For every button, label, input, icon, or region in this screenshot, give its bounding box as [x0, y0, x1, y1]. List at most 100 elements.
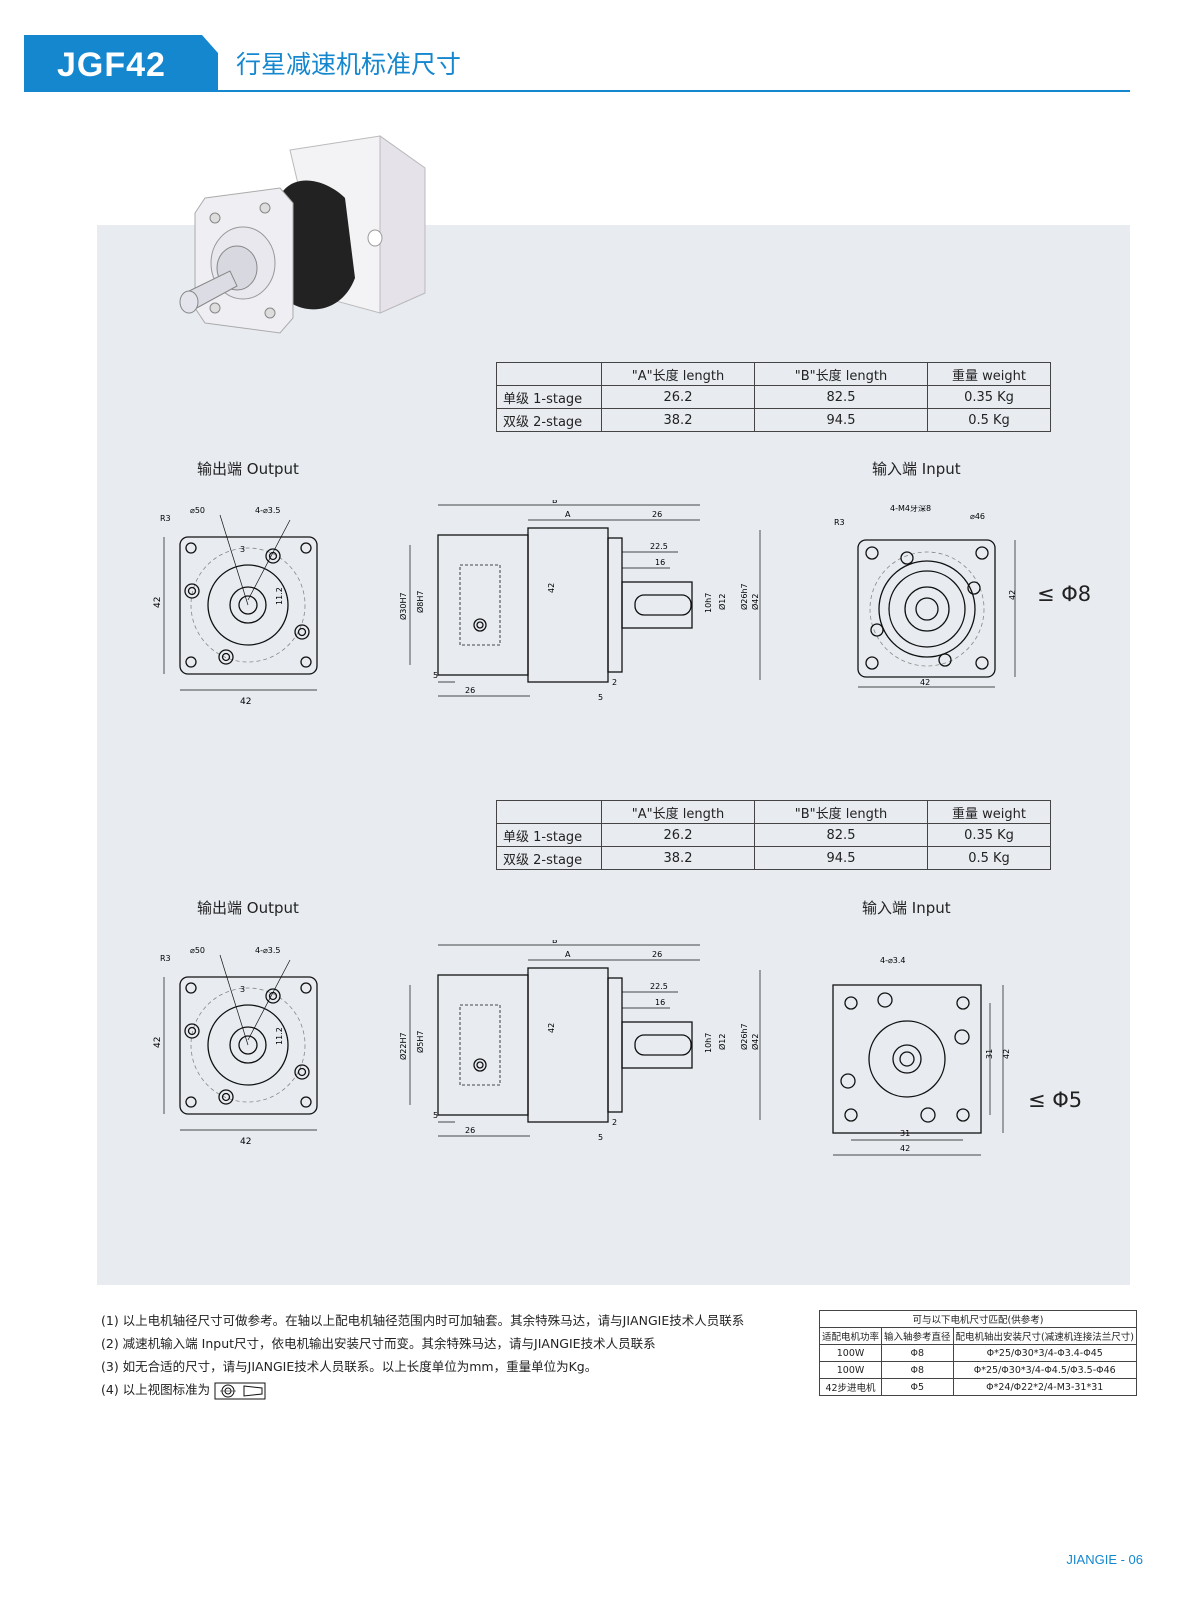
input-view-2: 42 31 42 31 4-⌀3.4 [832, 956, 1011, 1156]
model-title: JGF42 [57, 46, 166, 84]
dim2-26-top: 26 [652, 950, 662, 959]
dim-10h7: 10h7 [704, 593, 713, 613]
input-label-1: 输入端 Input [872, 460, 961, 478]
spec2-head-a: "A"长度 length [601, 800, 755, 824]
motor-row3-diameter: Φ5 [881, 1378, 954, 1396]
dim-26-top: 26 [652, 510, 662, 519]
dim-8h7: Ø8H7 [415, 591, 425, 614]
dim-d50: ⌀50 [190, 506, 205, 515]
output-view-1: 42 42 ⌀50 4-⌀3.5 R3 3 11.2 [153, 506, 318, 707]
motor-row3-mount: Φ*24/Φ22*2/4-M3-31*31 [952, 1378, 1137, 1396]
dim2-r3: R3 [160, 954, 171, 963]
dim2-26h7: Ø26h7 [739, 1023, 749, 1050]
spec1-row1-a: 26.2 [601, 385, 755, 409]
dim-22: 22.5 [650, 542, 668, 551]
spec2-row1-a: 26.2 [601, 823, 755, 847]
spec1-head-0 [496, 362, 602, 386]
dim-42-in-w: 42 [920, 678, 930, 687]
motor-row3-power: 42步进电机 [818, 1378, 883, 1396]
spec-table-1: "A"长度 length "B"长度 length 重量 weight 单级 1… [496, 362, 1051, 432]
dim2-A: A [565, 950, 571, 959]
spec1-head-a: "A"长度 length [601, 362, 755, 386]
spec1-row2-stage: 双级 2-stage [496, 408, 602, 432]
page-number: JIANGIE - 06 [1066, 1552, 1143, 1567]
spec2-row2-stage: 双级 2-stage [496, 846, 602, 870]
dim2-5-right: 5 [598, 1133, 603, 1142]
dim2-16: 16 [655, 998, 665, 1007]
spec2-row1-weight: 0.35 Kg [927, 823, 1051, 847]
dim2-4holes: 4-⌀3.5 [255, 946, 281, 955]
motor-row1-diameter: Φ8 [881, 1344, 954, 1362]
dim2-12: Ø12 [717, 1034, 727, 1050]
dim2-10h7: 10h7 [704, 1033, 713, 1053]
max-input-shaft-1: ≤ Φ8 [1037, 582, 1092, 606]
spec1-row2-b: 94.5 [754, 408, 928, 432]
spec1-row2-weight: 0.5 Kg [927, 408, 1051, 432]
side-view-2: B A 26 22.5 16 42 10h7 Ø12 Ø26h7 Ø42 Ø22… [400, 940, 761, 1142]
output-label-1: 输出端 Output [197, 460, 299, 478]
spec2-head-0 [496, 800, 602, 824]
dim-5-right: 5 [598, 693, 603, 702]
dim2-26-bottom: 26 [465, 1126, 475, 1135]
dim-31-in2-h: 31 [985, 1049, 994, 1059]
motor-row2-power: 100W [818, 1361, 883, 1379]
dim-31-in2-w: 31 [900, 1129, 910, 1138]
input-label-2: 输入端 Input [862, 899, 951, 917]
dim-12: Ø12 [717, 594, 727, 610]
dim-B: B [552, 500, 558, 505]
spec2-head-weight: 重量 weight [927, 800, 1051, 824]
note-4: (4) 以上视图标准为 [101, 1381, 266, 1400]
dim-5-left: 5 [433, 671, 438, 680]
dim2-2: 2 [612, 1118, 617, 1127]
dim2-42-w: 42 [240, 1137, 251, 1147]
dim-26h7: Ø26h7 [739, 583, 749, 610]
dim2-42-side: 42 [547, 1023, 556, 1033]
dim2-11: 11.2 [275, 1027, 284, 1045]
spec2-head-b: "B"长度 length [754, 800, 928, 824]
dim-42phi: Ø42 [750, 594, 760, 610]
dim-r3-in: R3 [834, 518, 845, 527]
dim-16: 16 [655, 558, 665, 567]
dim2-B: B [552, 940, 558, 945]
dim-42-h: 42 [153, 597, 163, 608]
output-label-2: 输出端 Output [197, 899, 299, 917]
projection-symbol-icon [214, 1382, 266, 1399]
motor-table-title: 可与以下电机尺寸匹配(供参考) [819, 1310, 1137, 1328]
spec2-row1-stage: 单级 1-stage [496, 823, 602, 847]
dim-4holes: 4-⌀3.5 [255, 506, 281, 515]
dim2-22: 22.5 [650, 982, 668, 991]
dim2-5-left: 5 [433, 1111, 438, 1120]
motor-head-diameter: 输入轴参考直径 [881, 1327, 954, 1345]
spec2-row2-b: 94.5 [754, 846, 928, 870]
motor-row2-diameter: Φ8 [881, 1361, 954, 1379]
motor-head-mount: 配电机轴出安装尺寸(减速机连接法兰尺寸) [952, 1327, 1137, 1345]
spec1-row2-a: 38.2 [601, 408, 755, 432]
dim-30h7: Ø30H7 [400, 592, 408, 620]
spec1-row1-weight: 0.35 Kg [927, 385, 1051, 409]
note-1: (1) 以上电机轴径尺寸可做参考。在轴以上配电机轴径范围内时可加轴套。其余特殊马… [101, 1313, 745, 1328]
dim-42-in-h: 42 [1008, 590, 1017, 600]
dim-42-in2-h: 42 [1002, 1049, 1011, 1059]
dim-11: 11.2 [275, 587, 284, 605]
dim-2: 2 [612, 678, 617, 687]
spec1-row1-b: 82.5 [754, 385, 928, 409]
spec2-row1-b: 82.5 [754, 823, 928, 847]
spec1-head-b: "B"长度 length [754, 362, 928, 386]
input-view-1: 42 42 4-M4牙深8 ⌀46 R3 [834, 505, 1017, 688]
motor-head-power: 适配电机功率 [818, 1327, 883, 1345]
spec1-head-weight: 重量 weight [927, 362, 1051, 386]
dim-r3: R3 [160, 514, 171, 523]
spec2-row2-a: 38.2 [601, 846, 755, 870]
dim-d46: ⌀46 [970, 512, 985, 521]
note-4-text: (4) 以上视图标准为 [101, 1382, 211, 1397]
dim2-3: 3 [240, 985, 245, 994]
dim-42-side: 42 [547, 583, 556, 593]
dim-26-bottom: 26 [465, 686, 475, 695]
dim2-5h7: Ø5H7 [415, 1031, 425, 1054]
spec1-row1-stage: 单级 1-stage [496, 385, 602, 409]
motor-row2-mount: Φ*25/Φ30*3/4-Φ4.5/Φ3.5-Φ46 [952, 1361, 1137, 1379]
dim-42-in2-w: 42 [900, 1144, 910, 1153]
dim-A: A [565, 510, 571, 519]
side-view-1: B A 26 22.5 16 42 10h7 Ø12 Ø26h7 Ø42 Ø30… [400, 500, 761, 702]
output-view-2: 42 42 ⌀50 4-⌀3.5 R3 3 11.2 [153, 946, 318, 1147]
